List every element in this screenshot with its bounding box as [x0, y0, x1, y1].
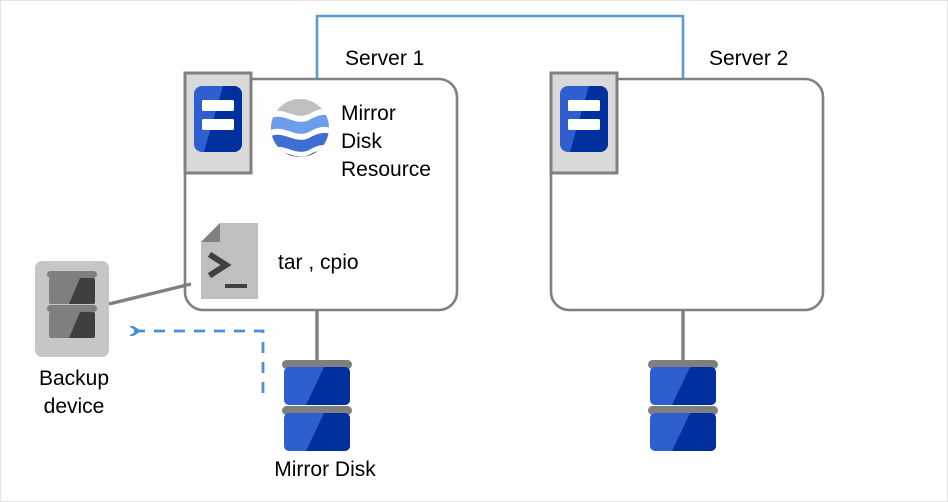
server-icon-1 — [183, 71, 253, 175]
script-terminal-icon — [201, 223, 258, 299]
server2-box — [549, 77, 825, 312]
backup-connector-line — [108, 282, 192, 306]
network-link — [315, 14, 685, 79]
server2-title: Server 2 — [709, 47, 789, 70]
backup-device-label: Backup device — [38, 367, 110, 418]
backup-device-icon — [35, 261, 109, 357]
server1-title: Server 1 — [345, 47, 425, 70]
mirror-disk-label: Mirror Disk — [274, 458, 376, 481]
mirror-disk-resource-label: Mirror Disk Resource — [341, 102, 431, 181]
tar-cpio-label: tar , cpio — [278, 251, 359, 274]
server-icon-2 — [549, 71, 619, 175]
disk-stack-icon-mirror — [282, 360, 352, 451]
disk-stack-icon-server2 — [648, 360, 718, 451]
dashed-arrow-left-icon — [131, 331, 265, 393]
